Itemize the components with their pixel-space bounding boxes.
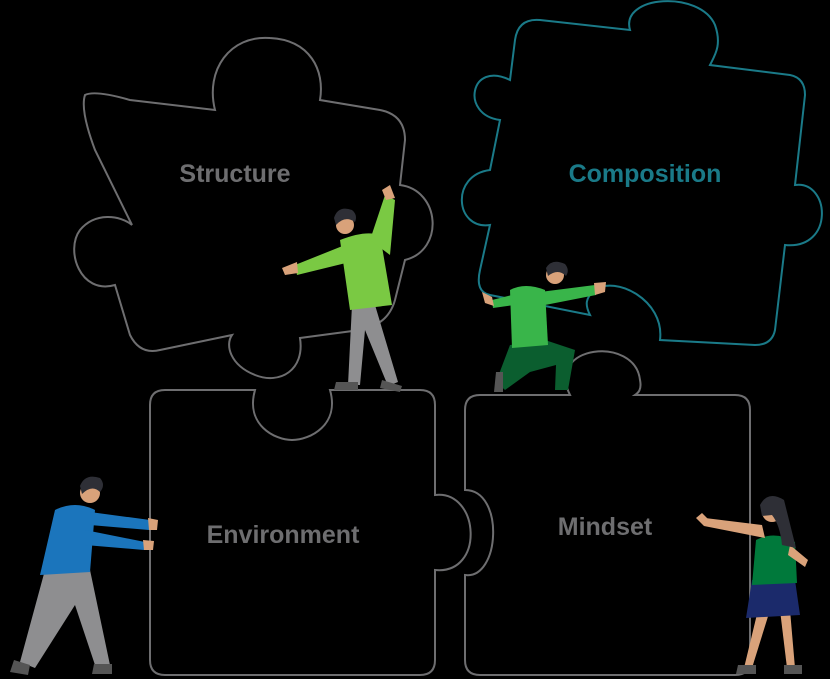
structure-label: Structure [179,160,290,188]
person-pushing-icon [696,496,808,674]
person-pushing-icon [10,476,158,675]
mindset-piece: Mindset [464,350,751,676]
composition-piece-outline [460,0,823,347]
mindset-label: Mindset [558,513,653,541]
person-standing-lifting-icon [282,185,402,392]
person-kneeling-lifting-icon [482,261,606,392]
environment-piece-outline [149,389,472,676]
composition-label: Composition [569,160,722,188]
environment-piece: Environment [149,389,472,676]
composition-piece: Composition [460,0,823,347]
environment-label: Environment [207,521,360,549]
